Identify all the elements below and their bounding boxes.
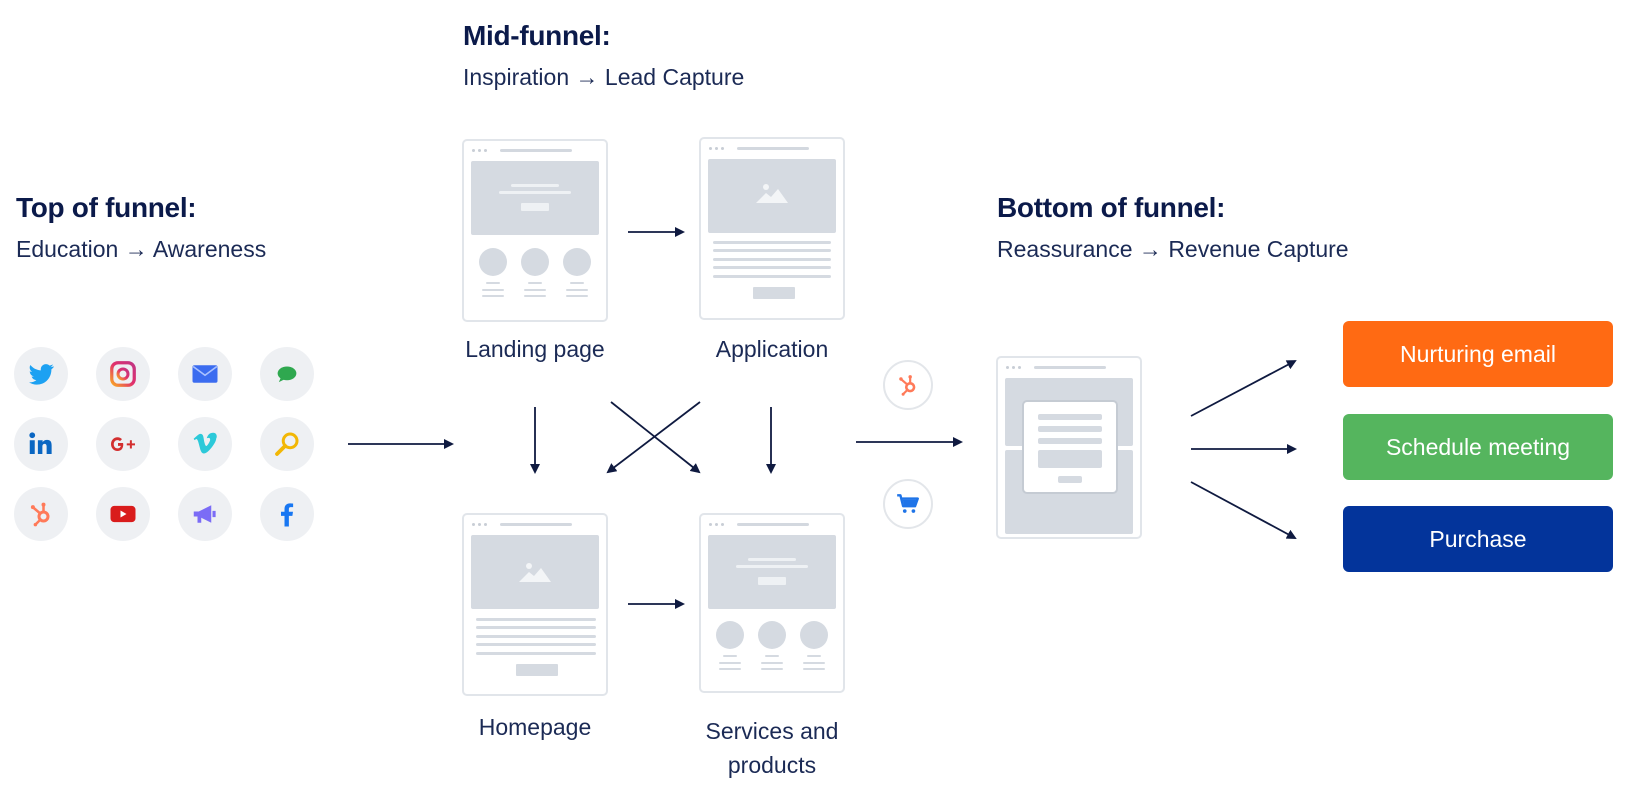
subtitle-to: Revenue Capture (1168, 236, 1349, 262)
instagram-icon (96, 347, 150, 401)
chat-icon (260, 347, 314, 401)
subtitle-to: Awareness (152, 236, 267, 262)
window-dots (709, 523, 724, 526)
image-placeholder (708, 159, 836, 233)
top-of-funnel-subtitle: Education → Awareness (16, 236, 266, 263)
image-icon (519, 563, 551, 582)
application-wireframe (699, 137, 845, 320)
image-icon (756, 184, 788, 203)
homepage-wireframe (462, 513, 608, 696)
arrow-application-to-homepage (606, 401, 701, 474)
address-bar (500, 523, 572, 526)
subtitle-to: Lead Capture (604, 64, 745, 90)
vimeo-icon (178, 417, 232, 471)
hubspot-icon (899, 375, 916, 396)
subtitle-from: Reassurance (997, 236, 1133, 262)
linkedin-icon (14, 417, 68, 471)
hubspot-icon (14, 487, 68, 541)
youtube-icon (96, 487, 150, 541)
popup-form-wireframe (996, 356, 1142, 539)
arrow-to-nurturing-email (1190, 360, 1297, 417)
bottom-of-funnel-subtitle: Reassurance → Revenue Capture (997, 236, 1349, 263)
hero-banner (708, 535, 836, 609)
subtitle-from: Inspiration (463, 64, 570, 90)
purchase-label: Purchase (1429, 525, 1527, 552)
services-label-line1: Services and (705, 718, 839, 744)
nurturing-email-button[interactable]: Nurturing email (1343, 321, 1613, 387)
services-wireframe (699, 513, 845, 693)
facebook-icon (260, 487, 314, 541)
popup-form (1022, 400, 1118, 494)
services-label-line2: products (727, 752, 817, 778)
megaphone-icon (178, 487, 232, 541)
twitter-icon (14, 347, 68, 401)
google-plus-icon (96, 417, 150, 471)
arrow-to-purchase (1190, 481, 1297, 539)
mid-funnel-subtitle: Inspiration → Lead Capture (463, 64, 744, 91)
arrow-right-icon: → (575, 64, 599, 90)
image-placeholder (471, 535, 599, 609)
email-icon (178, 347, 232, 401)
channel-icon-grid (14, 347, 324, 547)
bottom-of-funnel-section: Bottom of funnel: Reassurance → Revenue … (997, 192, 1349, 263)
application-label: Application (715, 336, 829, 362)
address-bar (737, 147, 809, 150)
shopping-cart-icon (897, 494, 919, 513)
schedule-meeting-button[interactable]: Schedule meeting (1343, 414, 1613, 480)
schedule-meeting-label: Schedule meeting (1385, 433, 1571, 460)
address-bar (737, 523, 809, 526)
arrow-right-icon: → (124, 236, 148, 262)
window-dots (472, 523, 487, 526)
cart-badge (883, 479, 933, 529)
top-of-funnel-section: Top of funnel: Education → Awareness (16, 192, 266, 263)
services-label: Services and products (682, 714, 862, 782)
bottom-of-funnel-title: Bottom of funnel: (997, 192, 1226, 223)
address-bar (1034, 366, 1106, 369)
arrow-right-icon: → (1138, 236, 1162, 262)
hero-banner (471, 161, 599, 235)
search-icon (260, 417, 314, 471)
window-dots (709, 147, 724, 150)
landing-page-wireframe (462, 139, 608, 322)
homepage-label: Homepage (478, 714, 592, 740)
hubspot-badge (883, 360, 933, 410)
address-bar (500, 149, 572, 152)
nurturing-email-label: Nurturing email (1400, 340, 1556, 367)
purchase-button[interactable]: Purchase (1343, 506, 1613, 572)
mid-funnel-section: Mid-funnel: Inspiration → Lead Capture (463, 20, 744, 91)
landing-page-label: Landing page (465, 336, 605, 362)
window-dots (1006, 366, 1021, 369)
subtitle-from: Education (16, 236, 119, 262)
top-of-funnel-title: Top of funnel: (16, 192, 197, 223)
arrow-landing-to-services (610, 401, 701, 474)
window-dots (472, 149, 487, 152)
mid-funnel-title: Mid-funnel: (463, 20, 611, 51)
